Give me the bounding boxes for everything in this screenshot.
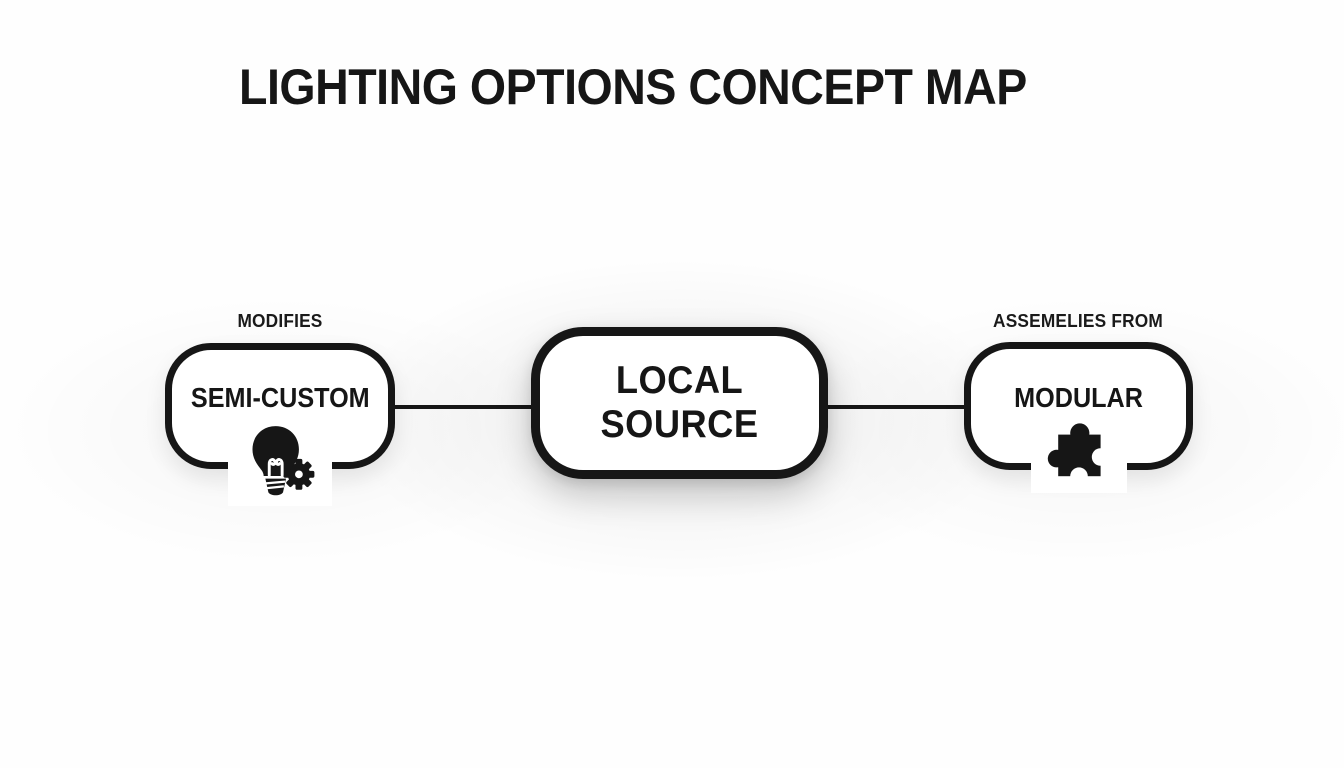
node-modular-label: MODULAR [1014,382,1143,413]
node-semi-custom: SEMI-CUSTOM [165,343,395,506]
lightbulb-gear-icon [228,422,332,506]
edge-label-assemblies-from: ASSEMELIES FROM [993,311,1163,331]
node-modular: MODULAR [964,342,1193,493]
node-local-source: LOCAL SOURCE [531,327,828,479]
node-semi-custom-label: SEMI-CUSTOM [190,382,370,413]
connector-line-right [826,405,968,409]
puzzle-piece-icon [1030,413,1127,493]
page-title: LIGHTING OPTIONS CONCEPT MAP [239,59,1027,115]
node-local-source-label: LOCAL SOURCE [600,358,759,446]
connector-line-left [394,405,534,409]
edge-label-modifies: MODIFIES [237,311,323,331]
